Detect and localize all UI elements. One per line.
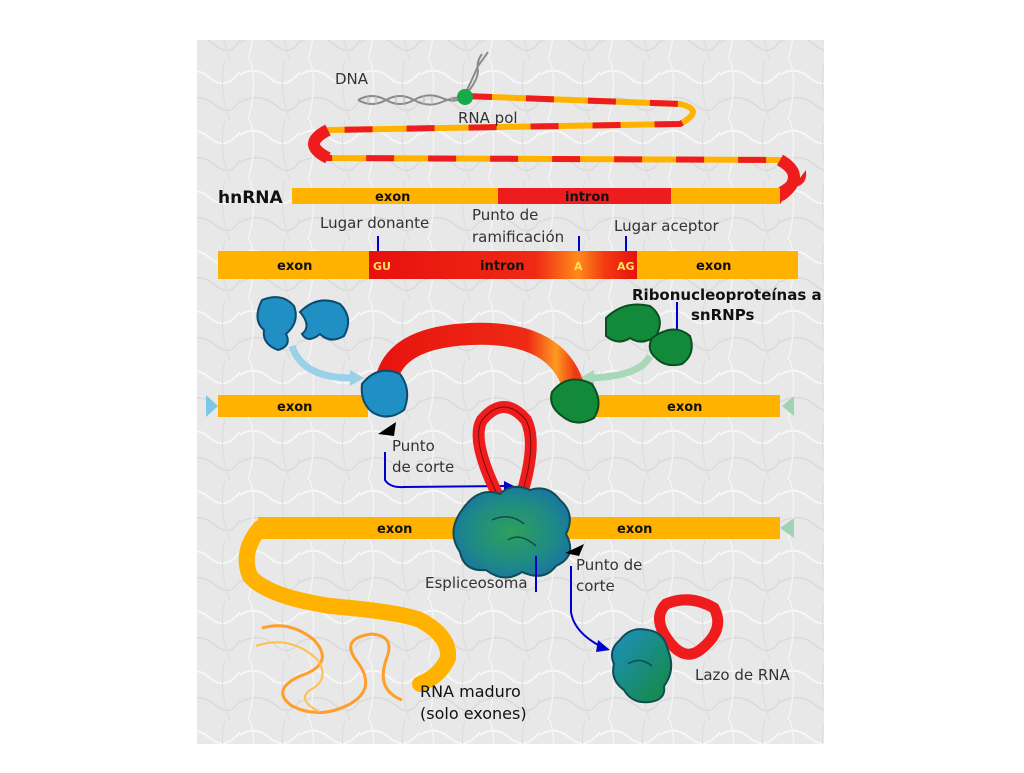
rna-maduro-label-1: RNA maduro (420, 682, 521, 701)
green-snrnp-bound (550, 378, 600, 424)
detail-exon-left (218, 251, 369, 279)
complex-exon-left (218, 395, 368, 417)
detail-intron-label: intron (480, 259, 525, 274)
dna-helix (357, 51, 489, 106)
released-spliceosome (611, 628, 673, 704)
punto-corte-2-label-b: corte (576, 577, 615, 595)
complex-left-end-marker (206, 395, 218, 417)
snrnps-label: snRNPs (691, 306, 754, 324)
hnrna-tail (780, 170, 807, 204)
cut-pointer-2-head (596, 640, 610, 652)
blue-snrnp-bound (360, 369, 409, 418)
rna-pol-label: RNA pol (458, 109, 518, 127)
lugar-donante-label: Lugar donante (320, 214, 429, 232)
ribonucleoproteinas-label: Ribonucleoproteínas a (632, 286, 822, 304)
spliced-exon-left (258, 517, 470, 539)
spliceosome (452, 485, 572, 579)
rna-polymerase (457, 89, 473, 105)
detail-intron (369, 251, 637, 279)
spliced-right-end-marker (780, 518, 794, 538)
rna-maduro-label-2: (solo exones) (420, 704, 527, 723)
mature-rna (238, 520, 457, 692)
mature-rna-tail (261, 624, 403, 714)
blue-snrnp-pair (256, 296, 350, 352)
punto-corte-1-label-a: Punto (392, 437, 435, 455)
a-label: A (574, 260, 583, 273)
cut-pointer-1 (384, 452, 507, 489)
complex-exon-left-label: exon (277, 400, 312, 415)
espliceosoma-label: Espliceosoma (425, 574, 528, 592)
hnrna-exon-1 (292, 188, 498, 204)
cut-pointer-2 (570, 566, 601, 647)
ag-label: AG (617, 260, 635, 273)
lugar-aceptor-label: Lugar aceptor (614, 217, 719, 235)
hnrna-label: hnRNA (218, 188, 284, 208)
dna-rungs (367, 95, 453, 105)
background-panel (197, 40, 824, 744)
blue-snrnp-arrow (288, 344, 353, 382)
hnrna-exon-label: exon (375, 190, 410, 205)
green-snrnp-pair (605, 303, 693, 367)
punto-ramificacion-label-2: ramificación (472, 228, 564, 246)
mature-rna-tail-2 (255, 641, 324, 713)
punto-ramificacion-label-1: Punto de (472, 206, 538, 224)
blue-snrnp-arrowhead (350, 370, 364, 386)
complex-right-end-marker (782, 396, 794, 416)
intron-arch (373, 322, 586, 411)
detail-exon-left-label: exon (277, 259, 312, 274)
lariat-outline (478, 406, 532, 501)
hnrna-intron-label: intron (565, 190, 610, 205)
lazo-label: Lazo de RNA (695, 666, 791, 684)
green-snrnp-arrow (591, 354, 654, 382)
detail-exon-right-label: exon (696, 259, 731, 274)
detail-exon-right (637, 251, 798, 279)
hnrna-intron (498, 188, 671, 204)
hnrna-exon-2 (671, 188, 780, 204)
complex-exon-right (592, 395, 780, 417)
gu-label: GU (373, 260, 391, 273)
punto-corte-1-label-b: de corte (392, 458, 454, 476)
punto-corte-2-label-a: Punto de (576, 556, 642, 574)
released-lariat (654, 594, 724, 660)
spliced-exon-left-label: exon (377, 522, 412, 537)
cut-marker-2 (565, 544, 584, 556)
complex-exon-right-label: exon (667, 400, 702, 415)
dna-label: DNA (335, 70, 369, 88)
spliced-exon-right-label: exon (617, 522, 652, 537)
cut-marker-1 (378, 422, 396, 436)
green-snrnp-arrowhead (580, 370, 594, 386)
spliced-exon-right (560, 517, 780, 539)
